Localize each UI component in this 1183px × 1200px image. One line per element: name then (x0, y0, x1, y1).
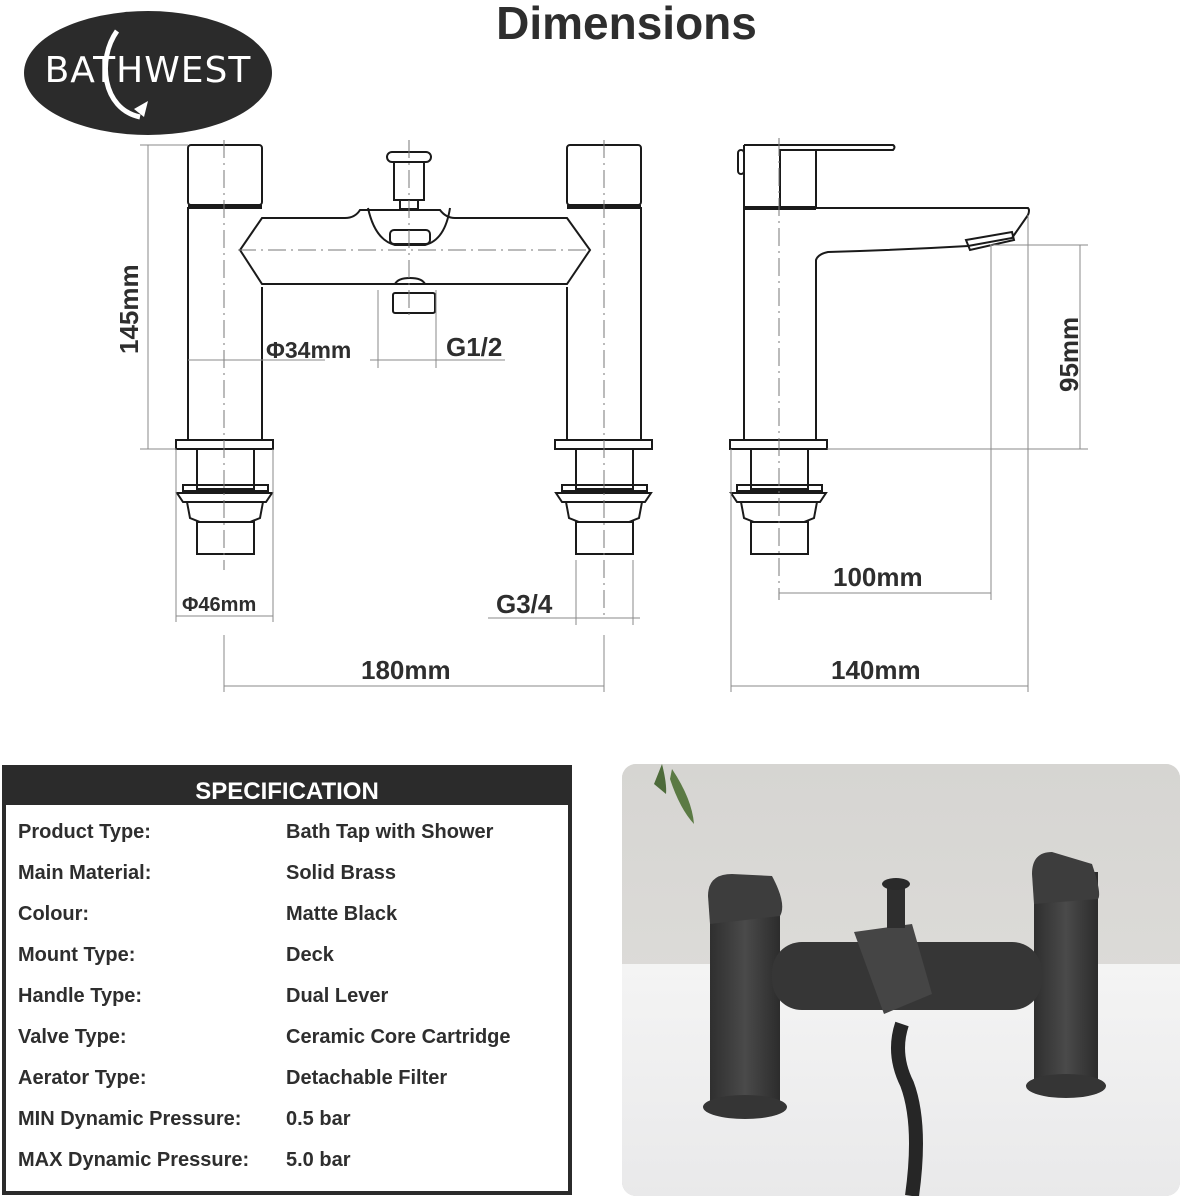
dim-inlet-thread: G3/4 (496, 589, 553, 619)
dim-overall-depth: 140mm (831, 655, 921, 685)
product-photo (622, 764, 1180, 1196)
dim-spout-reach: 100mm (833, 562, 923, 592)
dim-centres: 180mm (361, 655, 451, 685)
dim-shower-thread: G1/2 (446, 332, 503, 362)
side-view (729, 138, 1030, 600)
specification-heading: SPECIFICATION (6, 769, 568, 805)
dim-pillar-diameter: Φ34mm (266, 337, 352, 363)
brand-logo-text: BATHWEST (44, 50, 252, 91)
dim-spout-height: 95mm (1054, 316, 1084, 392)
brand-logo (24, 11, 272, 135)
specification-table: SPECIFICATION Product Type:Bath Tap with… (2, 765, 572, 1195)
dim-height: 145mm (114, 264, 144, 354)
dim-base-diameter: Φ46mm (182, 594, 257, 616)
page-title: Dimensions (496, 0, 757, 49)
left-pillar (175, 140, 274, 570)
right-pillar (554, 140, 653, 620)
dimension-drawing (140, 138, 1088, 692)
swoosh-icon (103, 29, 141, 120)
